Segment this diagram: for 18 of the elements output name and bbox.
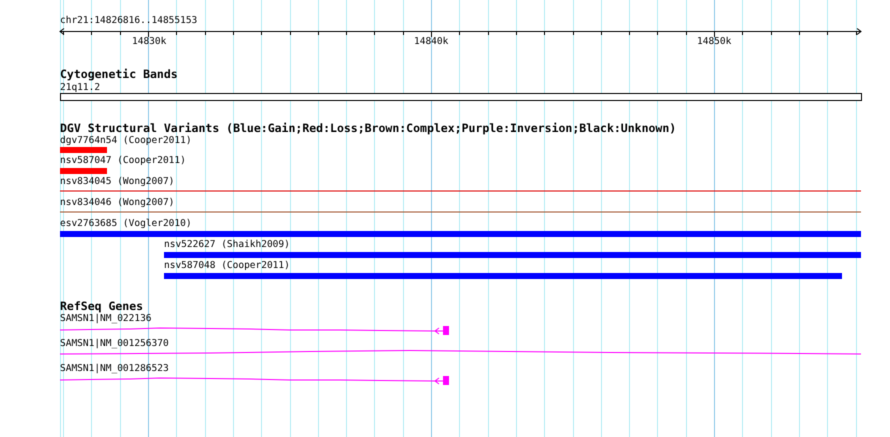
variant-label: nsv834046 (Wong2007) xyxy=(60,197,174,208)
gene-label: SAMSN1|NM_001286523 xyxy=(60,363,169,374)
tick-label: 14840k xyxy=(414,36,448,47)
tick-label: 14850k xyxy=(697,36,732,47)
variant-label: nsv587047 (Cooper2011) xyxy=(60,155,186,166)
variant-label: nsv834045 (Wong2007) xyxy=(60,176,174,187)
variant-label: nsv522627 (Shaikh2009) xyxy=(164,239,290,250)
track-title: Cytogenetic Bands xyxy=(60,68,178,81)
track-title: DGV Structural Variants (Blue:Gain;Red:Loss;Brown:Complex;Purple:Inversion;Black:Unknown) xyxy=(60,122,676,135)
track-title: RefSeq Genes xyxy=(60,300,144,313)
variant-label: dgv7764n54 (Cooper2011) xyxy=(60,135,192,146)
coordinate-label: chr21:14826816..14855153 xyxy=(60,15,198,26)
gene-label: SAMSN1|NM_001256370 xyxy=(60,338,169,349)
tick-label: 14830k xyxy=(132,36,166,47)
band-label: 21q11.2 xyxy=(60,82,100,93)
variant-label: nsv587048 (Cooper2011) xyxy=(164,260,290,271)
gene-label: SAMSN1|NM_022136 xyxy=(60,313,152,324)
variant-label: esv2763685 (Vogler2010) xyxy=(60,218,192,229)
